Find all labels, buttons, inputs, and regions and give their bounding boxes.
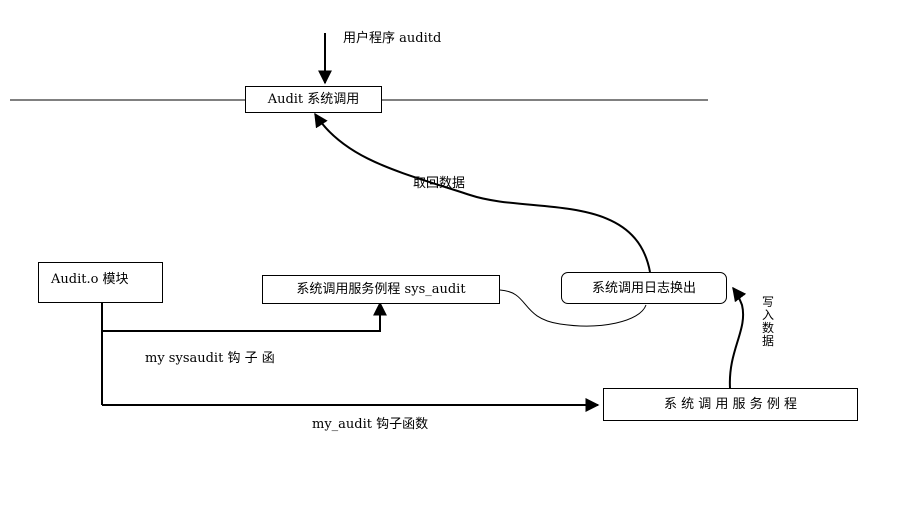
write-data-curve [728, 286, 747, 389]
retrieve-data-curve [314, 112, 651, 273]
user-program-label: 用户程序 auditd [343, 31, 442, 46]
sys-audit-routine-box: 系统调用服务例程 sys_audit [262, 275, 500, 304]
audit-module-box: Audit.o 模块 [38, 262, 163, 303]
write-data-text: 写入数据 [761, 295, 774, 348]
sysaudit-hook-arrow [102, 301, 387, 332]
syscall-log-dump-box: 系统调用日志换出 [561, 272, 727, 304]
audit-syscall-box: Audit 系统调用 [245, 86, 382, 113]
audit-hook-label: my_audit 钩子函数 [312, 417, 429, 432]
retrieve-data-label: 取回数据 [413, 176, 466, 191]
sys-audit-to-log-loop [499, 289, 647, 327]
syscall-service-routine-box: 系 统 调 用 服 务 例 程 [603, 388, 858, 421]
sysaudit-hook-label: my sysaudit 钩 子 函 [145, 351, 275, 366]
write-data-label: 写入数据 [761, 296, 775, 348]
